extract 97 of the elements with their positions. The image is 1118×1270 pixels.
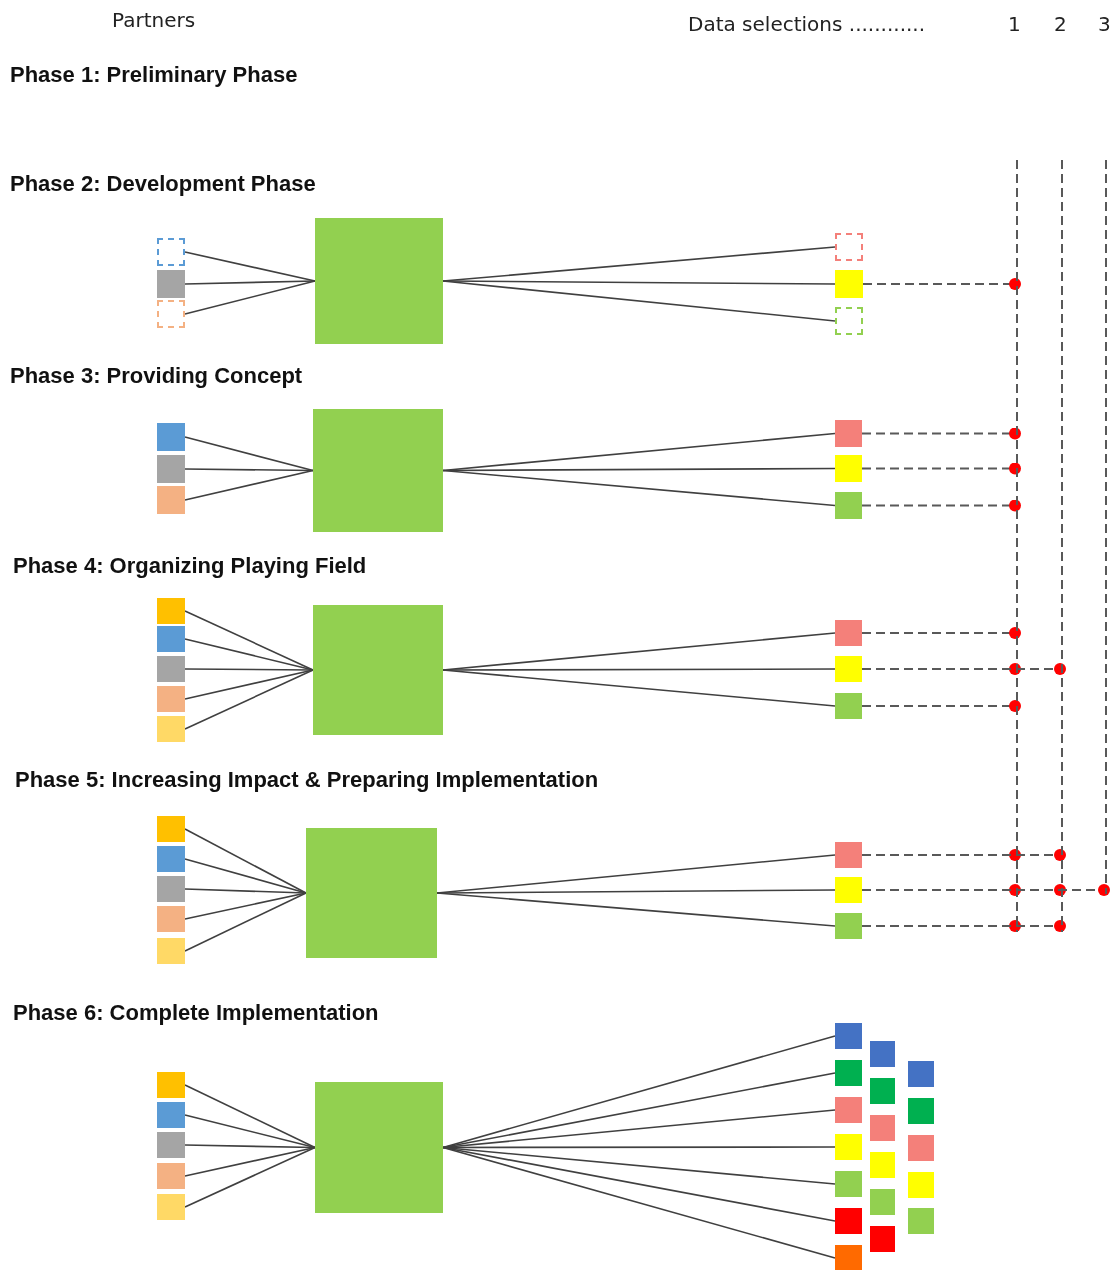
square [157,270,185,298]
square [157,656,185,682]
connector-line [184,1084,316,1149]
square [835,877,862,903]
square [157,626,185,652]
square [157,1132,185,1158]
dashed-connector [861,884,1110,896]
square [157,423,185,451]
process-block [306,828,437,958]
connector-line [184,610,314,671]
dashed-connector [861,920,1066,932]
square [157,716,185,742]
square [157,1102,185,1128]
connector-line [184,892,307,952]
dashed-square [835,307,863,335]
connector-line [436,892,836,927]
connector-line [184,469,314,501]
connector-line [184,436,314,472]
square [908,1208,934,1234]
square [157,938,185,964]
square [835,492,862,519]
column-number: 2 [1054,12,1067,36]
square [908,1098,934,1124]
connector-line [442,669,836,707]
square [835,693,862,719]
dashed-square [157,300,185,328]
dashed-square [157,238,185,266]
process-block [313,605,443,735]
process-block [315,1082,443,1213]
phase-heading: Phase 1: Preliminary Phase [10,62,298,88]
connector-line [184,1146,316,1208]
square [835,455,862,482]
dashed-connector [861,499,1021,512]
column-number: 1 [1008,12,1021,36]
dashed-connector [861,627,1021,639]
square [835,1097,862,1123]
dashed-connector [862,278,1021,290]
dashed-line [1060,160,1064,932]
square [157,1163,185,1189]
square [835,656,862,682]
square [870,1189,895,1215]
square [835,420,862,447]
square [835,913,862,939]
square [157,846,185,872]
square [870,1041,895,1067]
dashed-connector [861,849,1066,861]
dashed-square [835,233,863,261]
square [870,1078,895,1104]
square [908,1061,934,1087]
phase-heading: Phase 4: Organizing Playing Field [13,553,367,579]
square [870,1152,895,1178]
connector-line [442,469,836,507]
square [157,455,185,483]
phase-heading: Phase 5: Increasing Impact & Preparing Implementation [15,767,599,793]
square [835,1060,862,1086]
square [835,1245,862,1270]
dashed-connector [861,462,1021,475]
column-number: 3 [1098,12,1111,36]
square [835,620,862,646]
square [157,598,185,624]
square [835,1208,862,1234]
square [870,1115,895,1141]
dashed-line [1015,160,1019,932]
connector-line [184,828,307,894]
column-heading: Partners [112,8,196,32]
connector-line [442,280,836,322]
dashed-connector [861,427,1021,440]
phase-heading: Phase 2: Development Phase [10,171,316,197]
connector-line [184,669,314,730]
column-heading: Data selections ............ [688,12,926,36]
connector-line [442,1146,836,1259]
square [835,1023,862,1049]
square [157,1194,185,1220]
square [835,270,863,298]
square [157,906,185,932]
square [157,876,185,902]
connector-line [184,858,307,894]
square [908,1172,934,1198]
dashed-connector [861,663,1066,675]
connector-line [442,432,836,472]
phase-heading: Phase 6: Complete Implementation [13,1000,379,1026]
process-block [313,409,443,532]
square [908,1135,934,1161]
phase-heading: Phase 3: Providing Concept [10,363,303,389]
square [157,686,185,712]
square [157,1072,185,1098]
connector-line [184,280,316,315]
square [835,1134,862,1160]
square [870,1226,895,1252]
square [835,842,862,868]
square [157,816,185,842]
square [157,486,185,514]
connector-line [184,892,307,920]
process-block [315,218,443,344]
dashed-connector [861,700,1021,712]
dashed-line [1104,160,1108,894]
square [835,1171,862,1197]
